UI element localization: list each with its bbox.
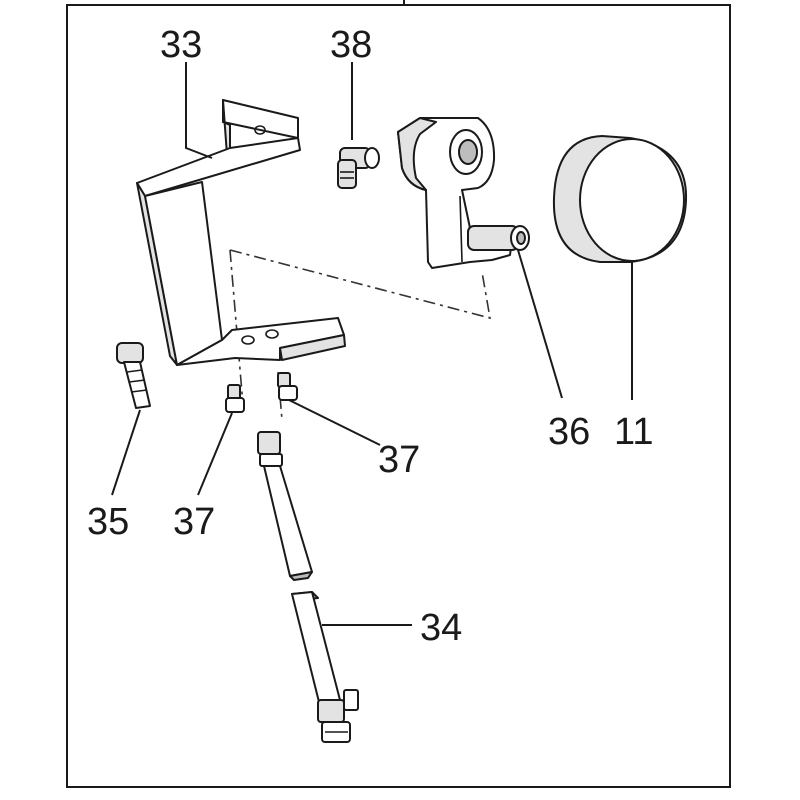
leader-37-right [288,399,381,446]
label-36: 36 [548,411,590,453]
leader-37-left [197,412,233,496]
holder-part-36 [397,117,530,269]
label-35: 35 [87,501,129,543]
assembly-guide-line [229,249,492,320]
bracket-part-33 [136,99,346,366]
leader-36 [517,249,563,399]
leader-35 [111,409,141,496]
elbow-fitting-part-38 [337,147,380,189]
tube-part-34-lower [291,591,359,743]
label-37-left: 37 [173,501,215,543]
disc-part-11 [552,135,688,263]
label-38: 38 [330,24,372,66]
screw-part-37-right [277,372,298,401]
label-33: 33 [160,24,202,66]
screw-part-35 [116,342,151,409]
label-37-right: 37 [378,439,420,481]
label-34: 34 [420,607,462,649]
diagram-frame [66,4,731,788]
leader-33 [185,62,213,159]
screw-part-37-left [225,384,245,413]
label-11: 11 [614,411,653,453]
assembly-guide-line-vertical [229,249,244,406]
tube-part-34-upper [257,431,313,581]
